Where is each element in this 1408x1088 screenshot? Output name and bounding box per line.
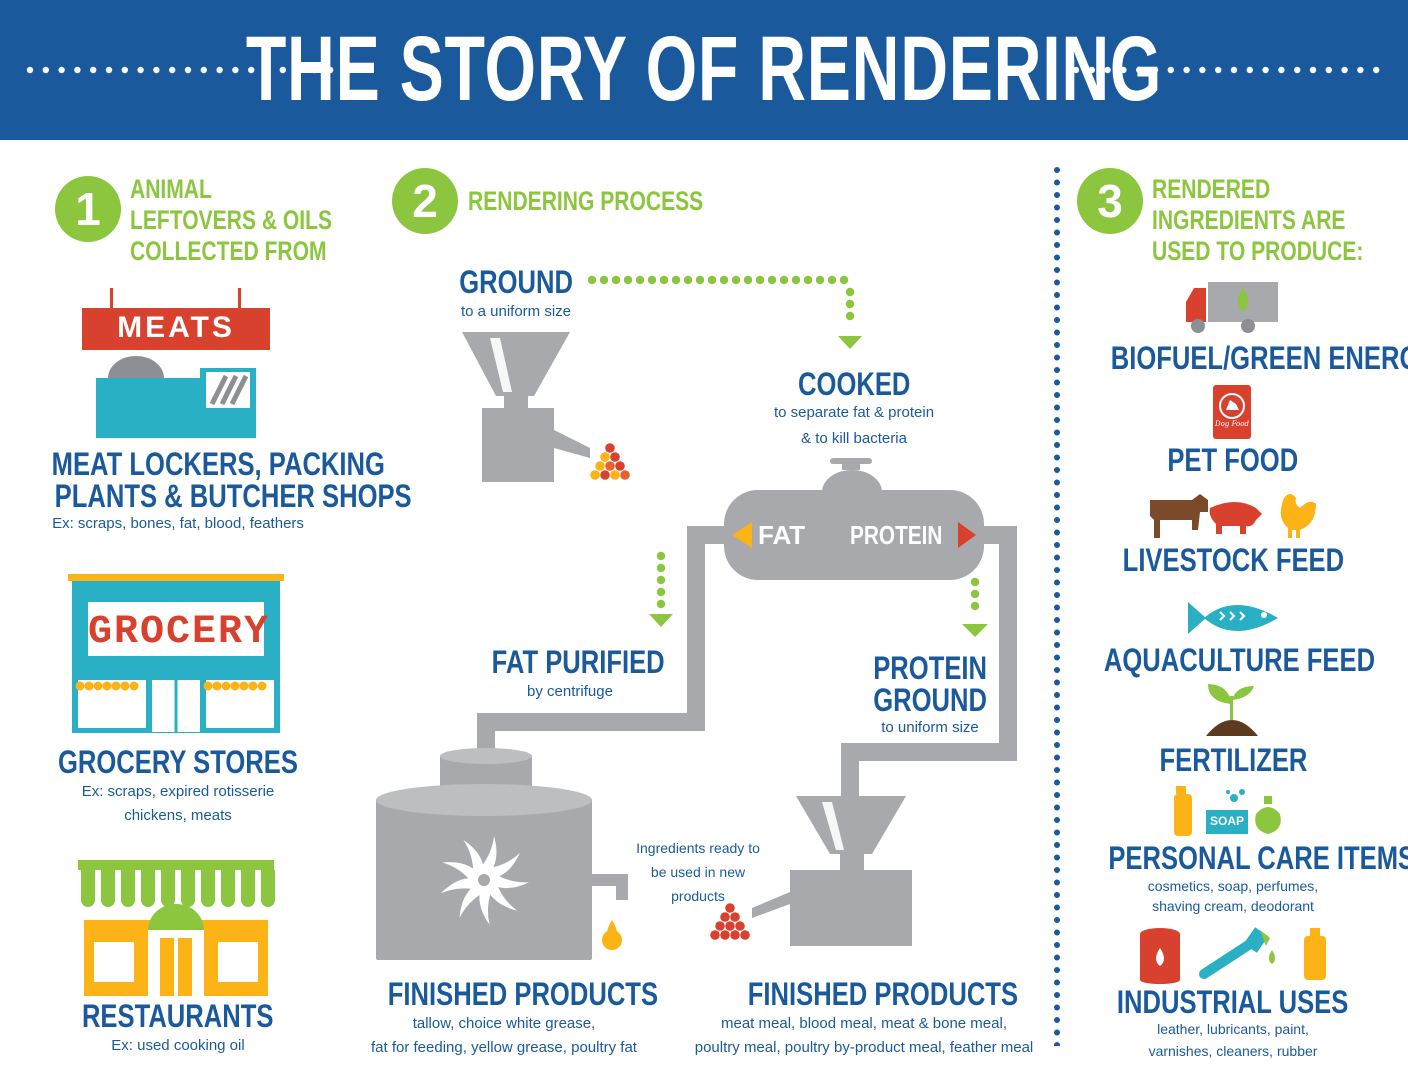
pet-food-title: PET FOOD [1167,442,1299,478]
personal-care-icon [1174,786,1281,836]
rendering-process-diagram [376,275,1017,960]
cooked-subtitle: to separate fat & protein & to kill bact… [773,404,935,447]
aquaculture-feed-title: AQUACULTURE FEED [1103,642,1376,678]
grocery-sign-text: GROCERY [88,610,271,655]
grocery-stores-examples: Ex: scraps, expired rotisserie chickens,… [81,783,275,824]
fat-label: FAT [758,520,806,550]
livestock-feed-title: LIVESTOCK FEED [1122,542,1344,578]
protein-label: PROTEIN [850,520,943,550]
step-1-badge: 1 [55,176,121,242]
industrial-uses-list: leather, lubricants, paint, varnishes, c… [1148,1021,1318,1059]
finished-protein-products-title: FINISHED PRODUCTS [747,976,1019,1012]
step-3-heading: RENDERED INGREDIENTS ARE USED TO PRODUCE… [1152,174,1364,266]
pet-food-bag-label: Dog Food [1215,420,1249,428]
header-dots-left [26,66,334,74]
livestock-icon [1150,494,1316,538]
step-3-badge: 3 [1077,168,1143,234]
header-dots-right [1072,66,1380,74]
step-2-badge: 2 [392,168,458,234]
ground-subtitle: to a uniform size [460,303,572,320]
finished-fat-products-title: FINISHED PRODUCTS [387,976,659,1012]
restaurants-examples: Ex: used cooking oil [111,1037,245,1054]
industrial-icon [1140,927,1326,984]
restaurants-title: RESTAURANTS [82,998,274,1034]
personal-care-list: cosmetics, soap, perfumes, shaving cream… [1147,878,1319,914]
industrial-uses-title: INDUSTRIAL USES [1117,984,1349,1020]
finished-protein-products-list: meat meal, blood meal, meat & bone meal,… [694,1015,1034,1056]
fertilizer-title: FERTILIZER [1159,742,1307,778]
soap-label: SOAP [1209,814,1244,828]
meat-shop-icon [82,288,270,438]
grocery-stores-title: GROCERY STORES [58,744,298,780]
ingredients-ready-note: Ingredients ready to be used in new prod… [636,840,760,904]
restaurant-icon [78,860,275,996]
step-2-heading: RENDERING PROCESS [468,186,704,216]
fish-icon [1188,602,1278,634]
meat-lockers-title: MEAT LOCKERS, PACKING PLANTS & BUTCHER S… [51,446,412,514]
section-divider [1054,167,1060,1046]
finished-fat-products-list: tallow, choice white grease, fat for fee… [371,1015,637,1056]
grocery-store-icon [68,574,284,733]
ground-title: GROUND [459,264,573,300]
meat-lockers-examples: Ex: scraps, bones, fat, blood, feathers [52,515,304,532]
step-1-heading: ANIMAL LEFTOVERS & OILS COLLECTED FROM [130,174,333,266]
fat-purified-subtitle: by centrifuge [527,683,613,700]
protein-ground-subtitle: to uniform size [881,719,979,736]
pet-food-bag-icon [1213,385,1251,439]
biofuel-title: BIOFUEL/GREEN ENERGY [1110,340,1408,376]
meats-sign-text: MEATS [117,311,235,344]
page-title: THE STORY OF RENDERING [245,18,1163,120]
personal-care-title: PERSONAL CARE ITEMS [1108,840,1408,876]
fuel-truck-icon [1186,282,1278,333]
sprout-icon [1206,684,1258,736]
fat-purified-title: FAT PURIFIED [491,644,665,680]
protein-ground-title: PROTEIN GROUND [873,650,987,718]
cooked-title: COOKED [797,366,911,402]
